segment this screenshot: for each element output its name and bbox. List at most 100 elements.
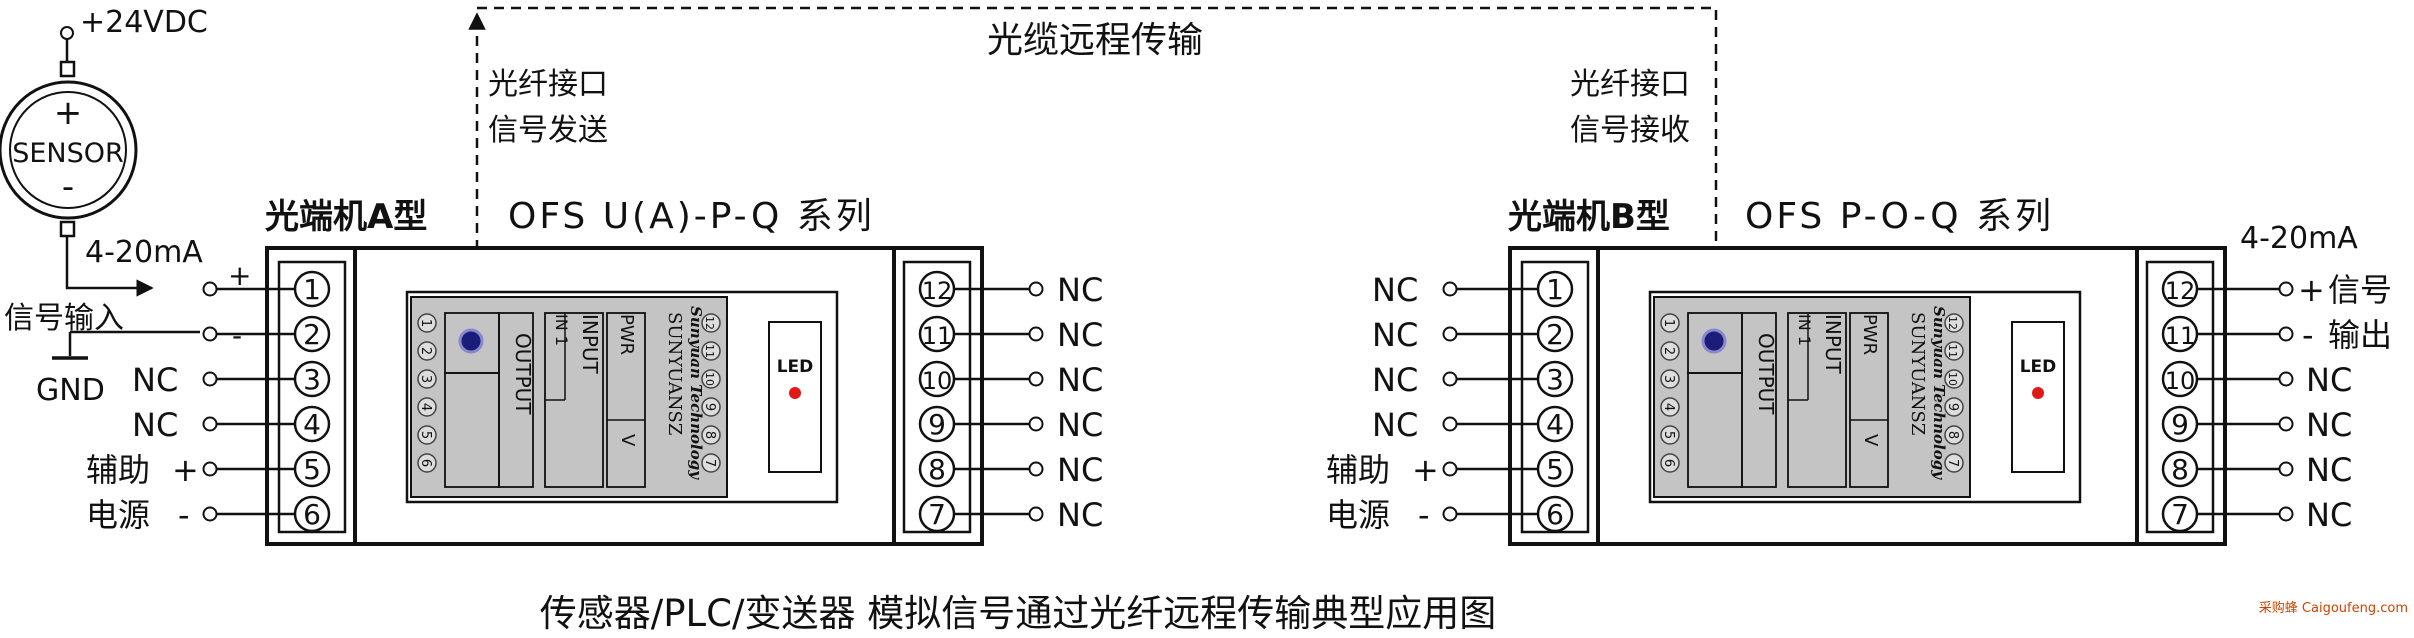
- panel-pin: 5: [418, 431, 433, 439]
- aux-label1: 辅助: [86, 451, 150, 489]
- panel-pwr-label: PWR: [1859, 314, 1880, 355]
- sensor-block: +24VDC + SENSOR - 4-20mA + 信号输入 - GND: [0, 5, 251, 408]
- nc-label: NC: [2306, 496, 2352, 534]
- nc-label: NC: [1372, 361, 1418, 399]
- terminal-number: 5: [1546, 453, 1564, 486]
- b-fiber-label1: 光纤接口: [1570, 67, 1690, 102]
- fiber-port-icon: [458, 328, 484, 354]
- a-type-label: 光端机A型: [265, 197, 427, 237]
- led-label: LED: [2020, 357, 2057, 377]
- panel-company: Sunyuan Technology: [1930, 306, 1948, 480]
- panel-pin: 4: [1661, 403, 1676, 411]
- led-label: LED: [777, 357, 814, 377]
- terminal-number: 5: [303, 453, 321, 486]
- terminal-number: 3: [1546, 363, 1564, 396]
- led-indicator-icon: [789, 387, 801, 399]
- power-terminal-icon: [60, 26, 74, 40]
- terminal-number: 4: [303, 408, 321, 441]
- a-series-label: OFS U(A)-P-Q 系列: [508, 196, 875, 237]
- panel-pin: 2: [418, 347, 433, 355]
- panel-pin: 11: [1946, 344, 1959, 358]
- terminal-number: 9: [2171, 408, 2189, 441]
- terminal-number: 12: [2165, 277, 2196, 305]
- nc-label: NC: [1057, 271, 1103, 309]
- terminal-number: 11: [922, 322, 953, 350]
- b-out-range: 4-20mA: [2240, 221, 2358, 256]
- b-type-label: 光端机B型: [1508, 197, 1670, 237]
- panel-company: Sunyuan Technology: [687, 306, 705, 480]
- nc-label: NC: [2306, 361, 2352, 399]
- panel-pin: 6: [1661, 459, 1676, 467]
- panel-pin: 12: [703, 316, 716, 330]
- nc-label: NC: [2306, 451, 2352, 489]
- panel-output-label: OUTPUT: [1754, 333, 1778, 415]
- terminal-number: 12: [922, 277, 953, 305]
- b-out-label1: 信号: [2328, 271, 2392, 309]
- panel-in1-label: IN 1: [552, 314, 571, 346]
- panel-pin: 10: [703, 372, 716, 386]
- panel-pin: 8: [702, 431, 717, 439]
- sensor-plus-sign: +: [228, 259, 251, 292]
- aux-label1: 辅助: [1326, 451, 1390, 489]
- nc-label: NC: [1057, 451, 1103, 489]
- terminal-number: 4: [1546, 408, 1564, 441]
- terminal-number: 1: [1546, 273, 1564, 306]
- panel-pin: 1: [1661, 319, 1676, 327]
- nc-label: NC: [1057, 406, 1103, 444]
- terminal-number: 2: [303, 318, 321, 351]
- b-out-label2: 输出: [2328, 316, 2392, 354]
- terminal-number: 6: [303, 498, 321, 531]
- panel-pin: 2: [1661, 347, 1676, 355]
- a-fiber-label1: 光纤接口: [488, 67, 608, 102]
- terminal-number: 1: [303, 273, 321, 306]
- panel-pin: 8: [1945, 431, 1960, 439]
- aux-plus: +: [1412, 451, 1439, 489]
- panel-in1-label: IN 1: [1795, 314, 1814, 346]
- panel-pin: 6: [418, 459, 433, 467]
- panel-input-label: INPUT: [578, 314, 602, 375]
- nc-label: NC: [1372, 316, 1418, 354]
- terminal-number: 7: [2171, 498, 2189, 531]
- terminal-number: 8: [2171, 453, 2189, 486]
- sensor-minus: -: [62, 167, 74, 207]
- panel-output-label: OUTPUT: [511, 333, 535, 415]
- aux-minus: -: [178, 496, 190, 534]
- aux-minus: -: [1418, 496, 1430, 534]
- sensor-minus-sign: -: [232, 319, 242, 352]
- nc-label: NC: [1372, 406, 1418, 444]
- panel-input-label: INPUT: [1821, 314, 1845, 375]
- panel-pin: 9: [1945, 403, 1960, 411]
- module-panel: [410, 296, 728, 498]
- aux-label2: 电源: [1326, 496, 1390, 534]
- nc-label: NC: [132, 406, 178, 444]
- b-out-plus: +: [2298, 271, 2325, 309]
- watermark: 采购蜂 Caigoufeng.com: [2259, 600, 2408, 616]
- terminal-number: 6: [1546, 498, 1564, 531]
- panel-v-label: V: [617, 434, 638, 447]
- panel-pin: 7: [702, 459, 717, 467]
- nc-label: NC: [1057, 361, 1103, 399]
- terminal-number: 9: [928, 408, 946, 441]
- aux-plus: +: [172, 451, 199, 489]
- a-fiber-label2: 信号发送: [488, 113, 608, 148]
- panel-pin: 3: [1661, 375, 1676, 383]
- sensor-range: 4-20mA: [85, 235, 203, 270]
- panel-pin: 1: [418, 319, 433, 327]
- panel-brand: SUNYUANSZ: [664, 312, 685, 435]
- led-indicator-icon: [2032, 387, 2044, 399]
- panel-pwr-label: PWR: [616, 314, 637, 355]
- fiber-line-top: [477, 6, 1718, 318]
- nc-label: NC: [1372, 271, 1418, 309]
- gnd-label: GND: [36, 373, 105, 408]
- terminal-number: 8: [928, 453, 946, 486]
- caption: 传感器/PLC/变送器 模拟信号通过光纤远程传输典型应用图: [540, 592, 1496, 635]
- terminal-number: 3: [303, 363, 321, 396]
- sensor-plus: +: [54, 93, 83, 133]
- terminal-number: 2: [1546, 318, 1564, 351]
- nc-label: NC: [132, 361, 178, 399]
- sensor-name: SENSOR: [12, 138, 124, 169]
- panel-pin: 5: [1661, 431, 1676, 439]
